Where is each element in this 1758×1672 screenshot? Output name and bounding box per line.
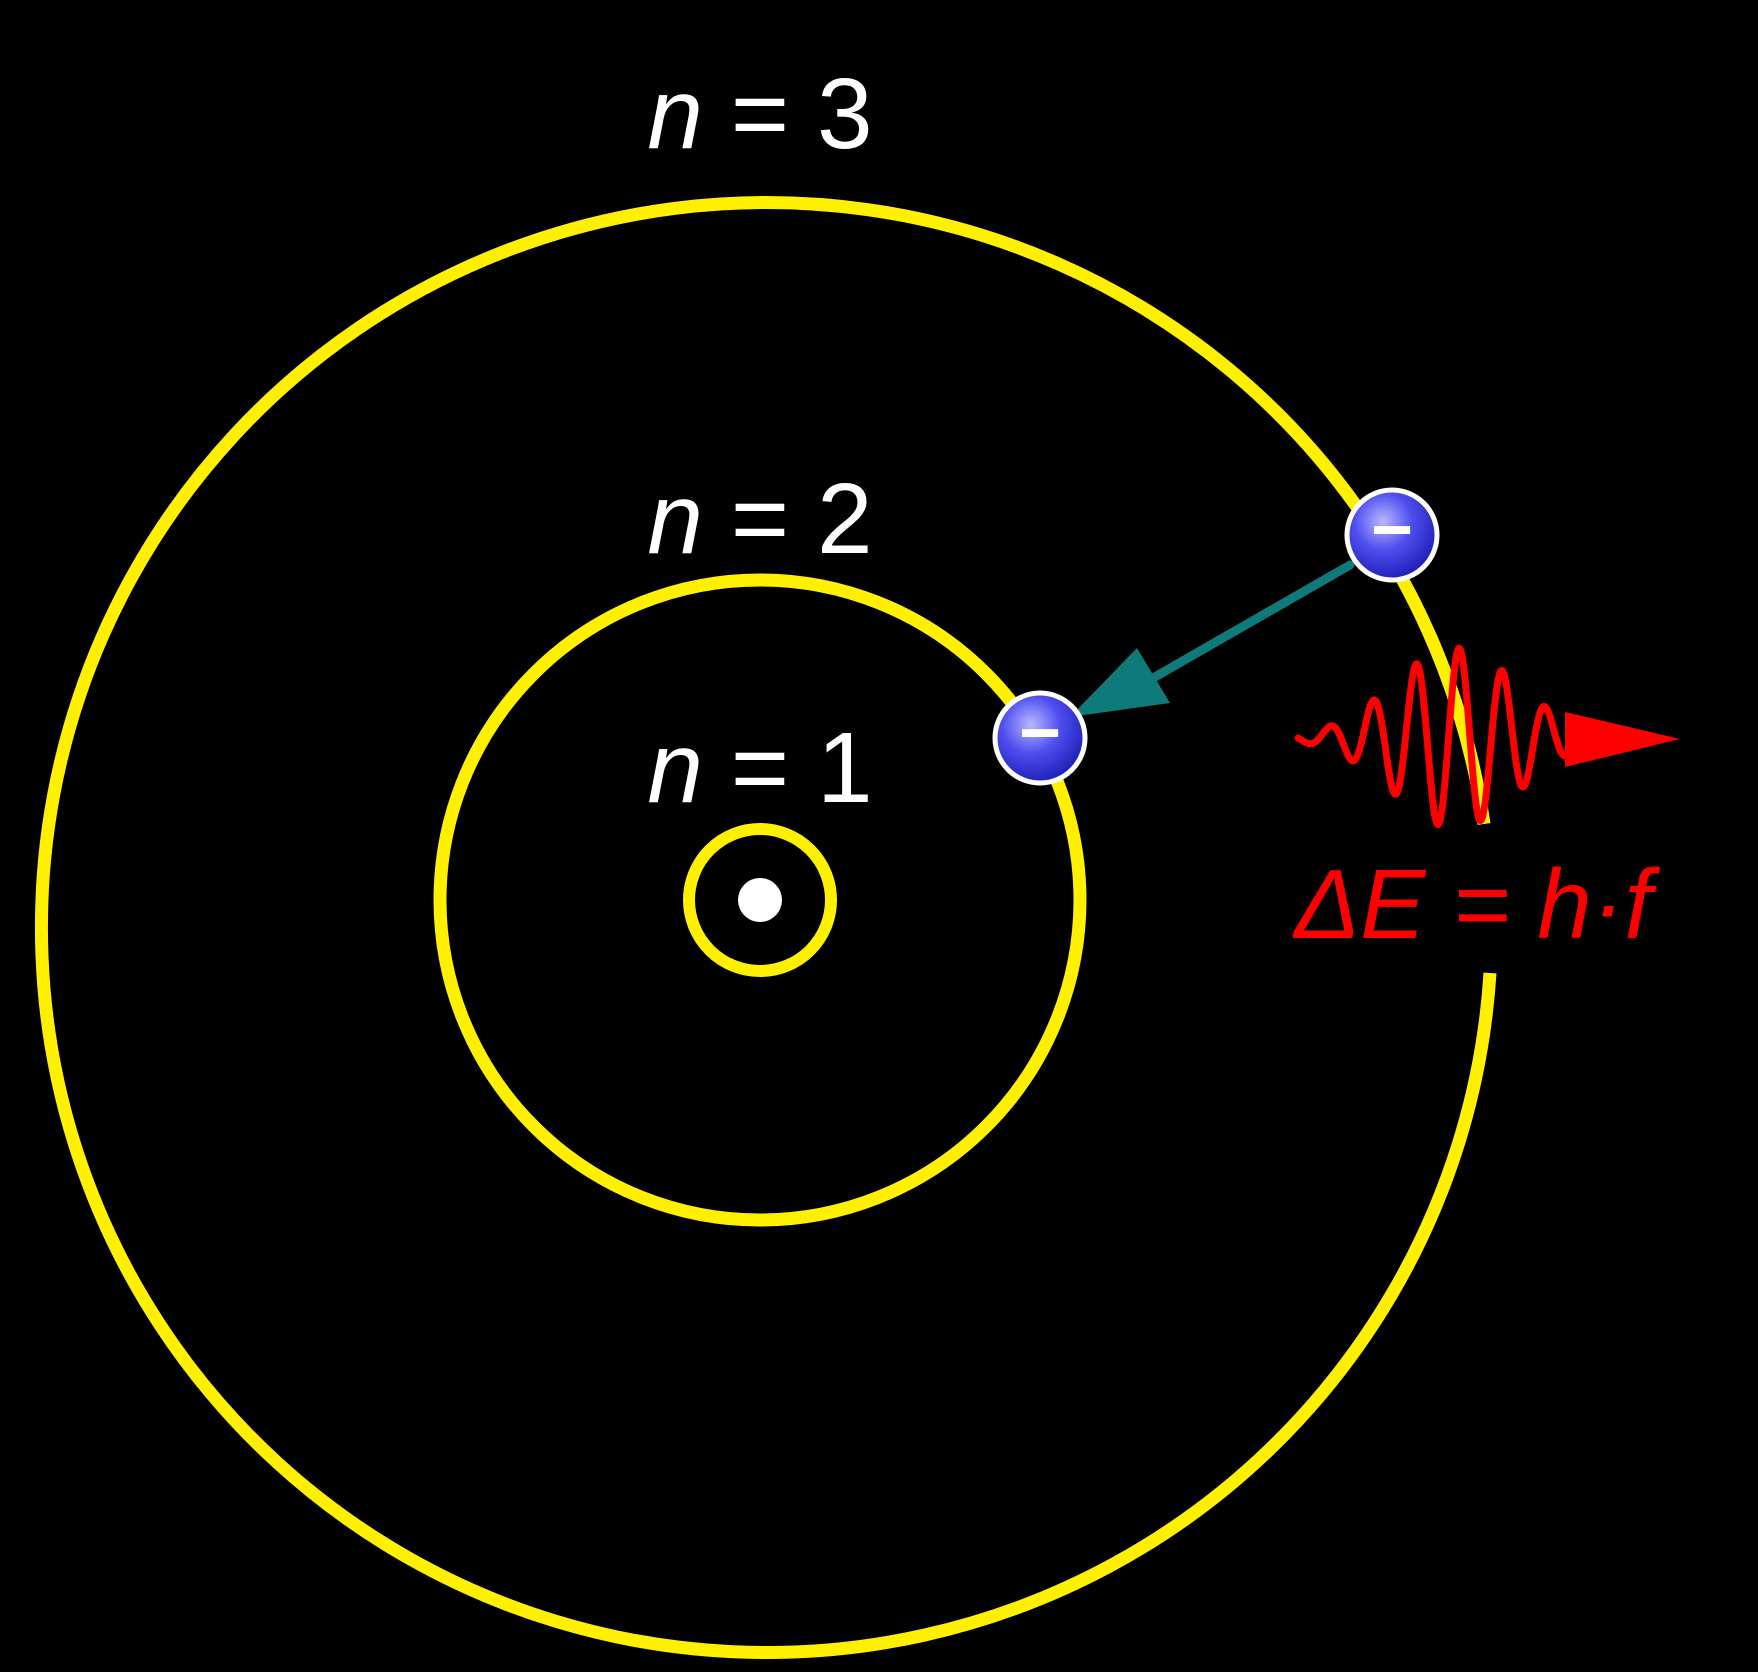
orbit-label-n1-variable: n: [647, 712, 703, 824]
orbit-label-n2: n = 2: [647, 463, 872, 575]
orbit-label-n3-space-b: [789, 58, 817, 170]
orbit-label-n2-equals: =: [731, 463, 789, 575]
orbit-label-n2-space-a: [703, 463, 731, 575]
electron-n3-symbol: −: [1371, 490, 1413, 570]
electron-n2-symbol: −: [1019, 693, 1061, 773]
electron-n3-body: [1344, 487, 1440, 583]
orbit-label-n1-space-a: [703, 712, 731, 824]
energy-equation: ΔE = h·f: [1292, 849, 1660, 959]
photon-arrow-head: [1565, 712, 1680, 767]
orbit-label-n3-space-a: [703, 58, 731, 170]
electron-n2-icon: −: [992, 690, 1088, 786]
orbit-label-n1-number: 1: [817, 712, 873, 824]
orbit-label-n2-number: 2: [817, 463, 873, 575]
orbit-label-n2-variable: n: [647, 463, 703, 575]
orbit-label-n3-equals: =: [731, 58, 789, 170]
orbit-label-n1-space-b: [789, 712, 817, 824]
electron-n2-body: [992, 690, 1088, 786]
photon-wave-arrow: [1294, 644, 1680, 829]
orbit-label-n3: n = 3: [647, 58, 872, 170]
orbit-n3: [34, 196, 1497, 1660]
nucleus-dot: [738, 878, 782, 922]
orbit-label-n3-number: 3: [817, 58, 873, 170]
transition-arrow: [1070, 560, 1355, 717]
orbit-label-n3-variable: n: [647, 58, 703, 170]
orbit-label-n1-equals: =: [731, 712, 789, 824]
electron-n3-icon: −: [1344, 487, 1440, 583]
orbit-label-n2-space-b: [789, 463, 817, 575]
orbit-label-n1: n = 1: [647, 712, 872, 824]
transition-arrow-head: [1070, 648, 1170, 717]
orbit-n2: [433, 573, 1087, 1227]
orbit-n1: [683, 823, 837, 977]
photon-wave: [1294, 644, 1572, 829]
transition-arrow-shaft: [1115, 560, 1355, 702]
